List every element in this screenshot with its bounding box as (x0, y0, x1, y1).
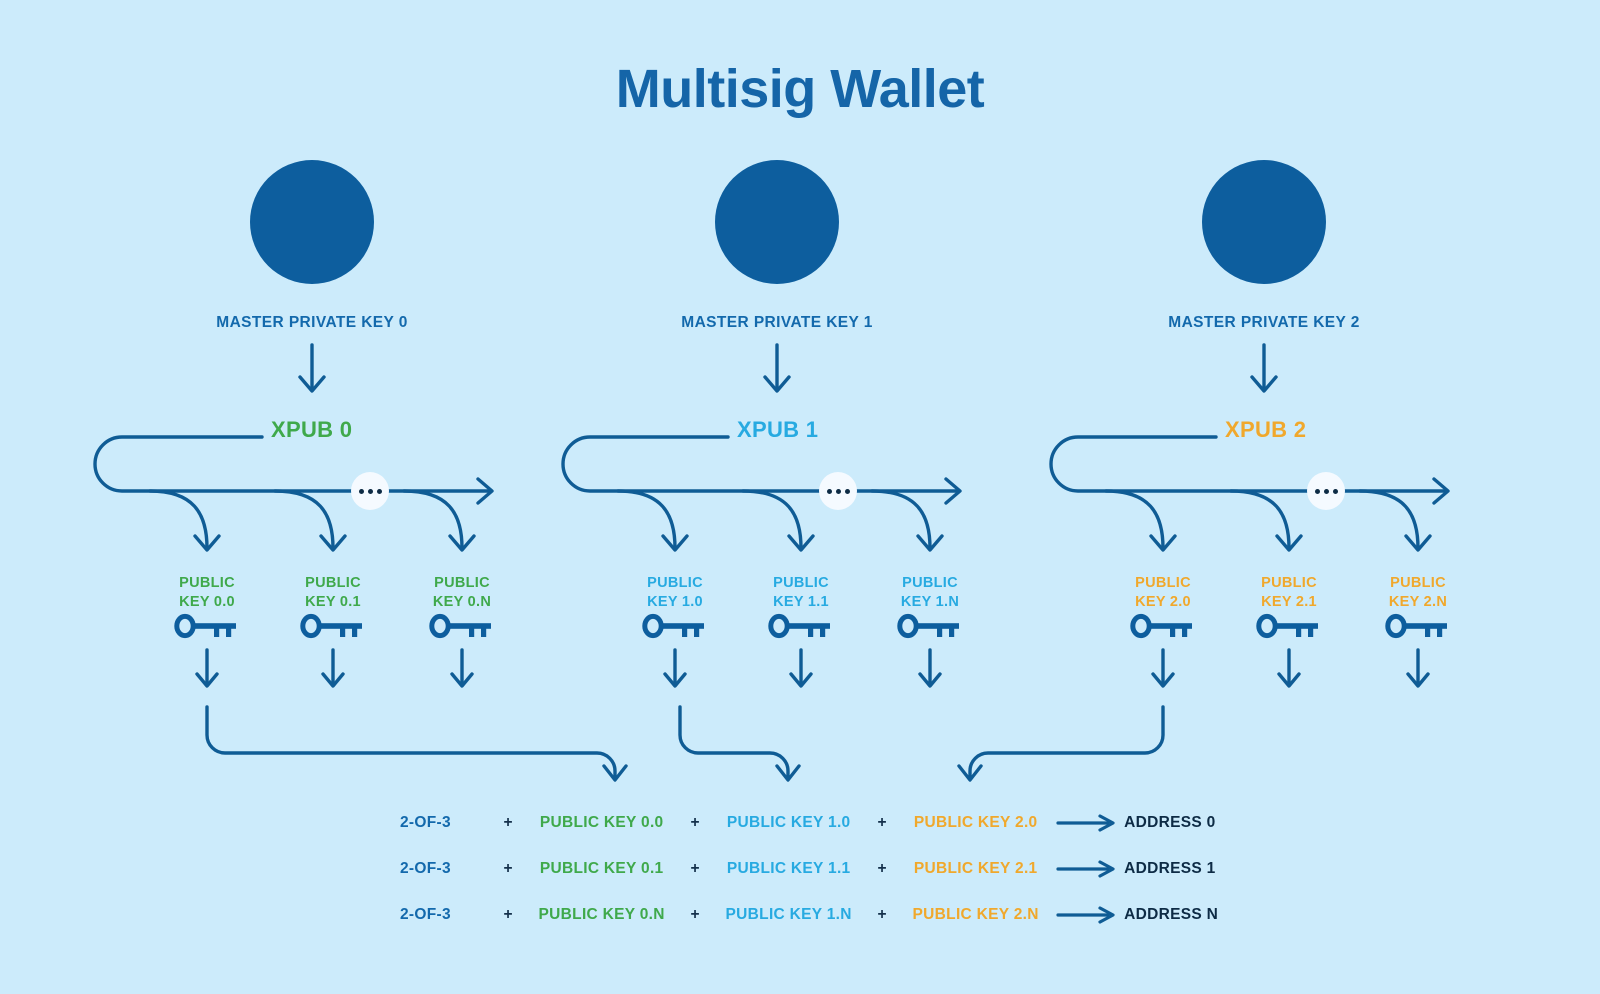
xpub-bus-2 (1049, 435, 1450, 552)
combination-row-1: 2-OF-3 + PUBLIC KEY 0.1 + PUBLIC KEY 1.1… (400, 846, 1280, 892)
combination-key2-0: PUBLIC KEY 2.0 (913, 814, 1038, 831)
routing-to-combination (205, 705, 1165, 782)
bus-ellipsis-0 (351, 472, 389, 510)
plus-sign: + (503, 814, 513, 831)
combination-key1-1: PUBLIC KEY 1.1 (726, 860, 851, 877)
combination-key1-0: PUBLIC KEY 1.0 (726, 814, 851, 831)
combination-key0-1: PUBLIC KEY 0.1 (539, 860, 664, 877)
master-to-xpub-arrow (298, 343, 1278, 393)
public-key-label-1-1: PUBLIC KEY 1.1 (731, 574, 871, 612)
threshold-label-2: 2-OF-3 (400, 906, 451, 923)
master-key-group-2: MASTER PRIVATE KEY 2 (1134, 160, 1394, 332)
pk-line-1: PUBLIC (902, 575, 958, 591)
public-key-label-1-0: PUBLIC KEY 1.0 (605, 574, 745, 612)
public-key-label-0-0: PUBLIC KEY 0.0 (137, 574, 277, 612)
pk-line-1: PUBLIC (773, 575, 829, 591)
xpub-label-0: XPUB 0 (271, 417, 353, 442)
plus-sign: + (690, 906, 700, 923)
threshold-label-0: 2-OF-3 (400, 814, 451, 831)
pk-line-1: PUBLIC (434, 575, 490, 591)
xpub-bus-1 (561, 435, 962, 552)
plus-sign: + (690, 814, 700, 831)
pk-line-1: PUBLIC (1261, 575, 1317, 591)
threshold-label-1: 2-OF-3 (400, 860, 451, 877)
pk-line-2: KEY 1.N (900, 594, 960, 610)
xpub-label-2: XPUB 2 (1225, 417, 1307, 442)
pk-line-1: PUBLIC (305, 575, 361, 591)
key-icon-circle-1 (715, 160, 839, 284)
address-combination-table: 2-OF-3 + PUBLIC KEY 0.0 + PUBLIC KEY 1.0… (400, 800, 1280, 938)
xpub-label-1: XPUB 1 (737, 417, 819, 442)
plus-sign: + (877, 814, 887, 831)
master-key-label-0: MASTER PRIVATE KEY 0 (216, 314, 408, 331)
arrow-right-icon (1049, 813, 1124, 833)
pk-line-2: KEY 0.1 (305, 594, 361, 610)
combination-key2-2: PUBLIC KEY 2.N (912, 906, 1039, 923)
master-key-label-2: MASTER PRIVATE KEY 2 (1168, 314, 1360, 331)
master-key-group-1: MASTER PRIVATE KEY 1 (647, 160, 907, 332)
plus-sign: + (503, 906, 513, 923)
combination-row-0: 2-OF-3 + PUBLIC KEY 0.0 + PUBLIC KEY 1.0… (400, 800, 1280, 846)
pk-line-2: KEY 2.N (1388, 594, 1448, 610)
pubkey-down-arrow (195, 648, 1430, 688)
combination-key0-0: PUBLIC KEY 0.0 (539, 814, 664, 831)
public-key-label-0-2: PUBLIC KEY 0.N (392, 574, 532, 612)
xpub-bus-0 (93, 435, 494, 552)
pk-line-2: KEY 1.0 (647, 594, 703, 610)
bus-ellipsis-1 (819, 472, 857, 510)
combination-row-2: 2-OF-3 + PUBLIC KEY 0.N + PUBLIC KEY 1.N… (400, 892, 1280, 938)
bus-ellipsis-2 (1307, 472, 1345, 510)
pk-line-2: KEY 2.0 (1135, 594, 1191, 610)
plus-sign: + (877, 906, 887, 923)
address-label-2: ADDRESS N (1124, 906, 1219, 923)
pk-line-2: KEY 1.1 (773, 594, 829, 610)
pk-line-2: KEY 0.0 (179, 594, 235, 610)
pk-line-1: PUBLIC (647, 575, 703, 591)
pk-line-2: KEY 0.N (432, 594, 492, 610)
master-key-group-0: MASTER PRIVATE KEY 0 (182, 160, 442, 332)
combination-key2-1: PUBLIC KEY 2.1 (913, 860, 1038, 877)
plus-sign: + (503, 860, 513, 877)
master-key-label-1: MASTER PRIVATE KEY 1 (681, 314, 873, 331)
plus-sign: + (690, 860, 700, 877)
arrow-right-icon (1049, 905, 1124, 925)
public-key-label-0-1: PUBLIC KEY 0.1 (263, 574, 403, 612)
combination-key0-2: PUBLIC KEY 0.N (538, 906, 665, 923)
address-label-0: ADDRESS 0 (1124, 814, 1216, 831)
public-key-label-2-1: PUBLIC KEY 2.1 (1219, 574, 1359, 612)
pk-line-1: PUBLIC (1390, 575, 1446, 591)
address-label-1: ADDRESS 1 (1124, 860, 1216, 877)
public-key-label-1-2: PUBLIC KEY 1.N (860, 574, 1000, 612)
public-key-glyph-row (177, 616, 1447, 637)
pk-line-2: KEY 2.1 (1261, 594, 1317, 610)
arrow-right-icon (1049, 859, 1124, 879)
public-key-label-2-0: PUBLIC KEY 2.0 (1093, 574, 1233, 612)
pk-line-1: PUBLIC (1135, 575, 1191, 591)
pk-line-1: PUBLIC (179, 575, 235, 591)
key-icon-circle-2 (1202, 160, 1326, 284)
key-icon-circle-0 (250, 160, 374, 284)
public-key-label-2-2: PUBLIC KEY 2.N (1348, 574, 1488, 612)
plus-sign: + (877, 860, 887, 877)
page-title: Multisig Wallet (615, 59, 985, 119)
combination-key1-2: PUBLIC KEY 1.N (725, 906, 852, 923)
